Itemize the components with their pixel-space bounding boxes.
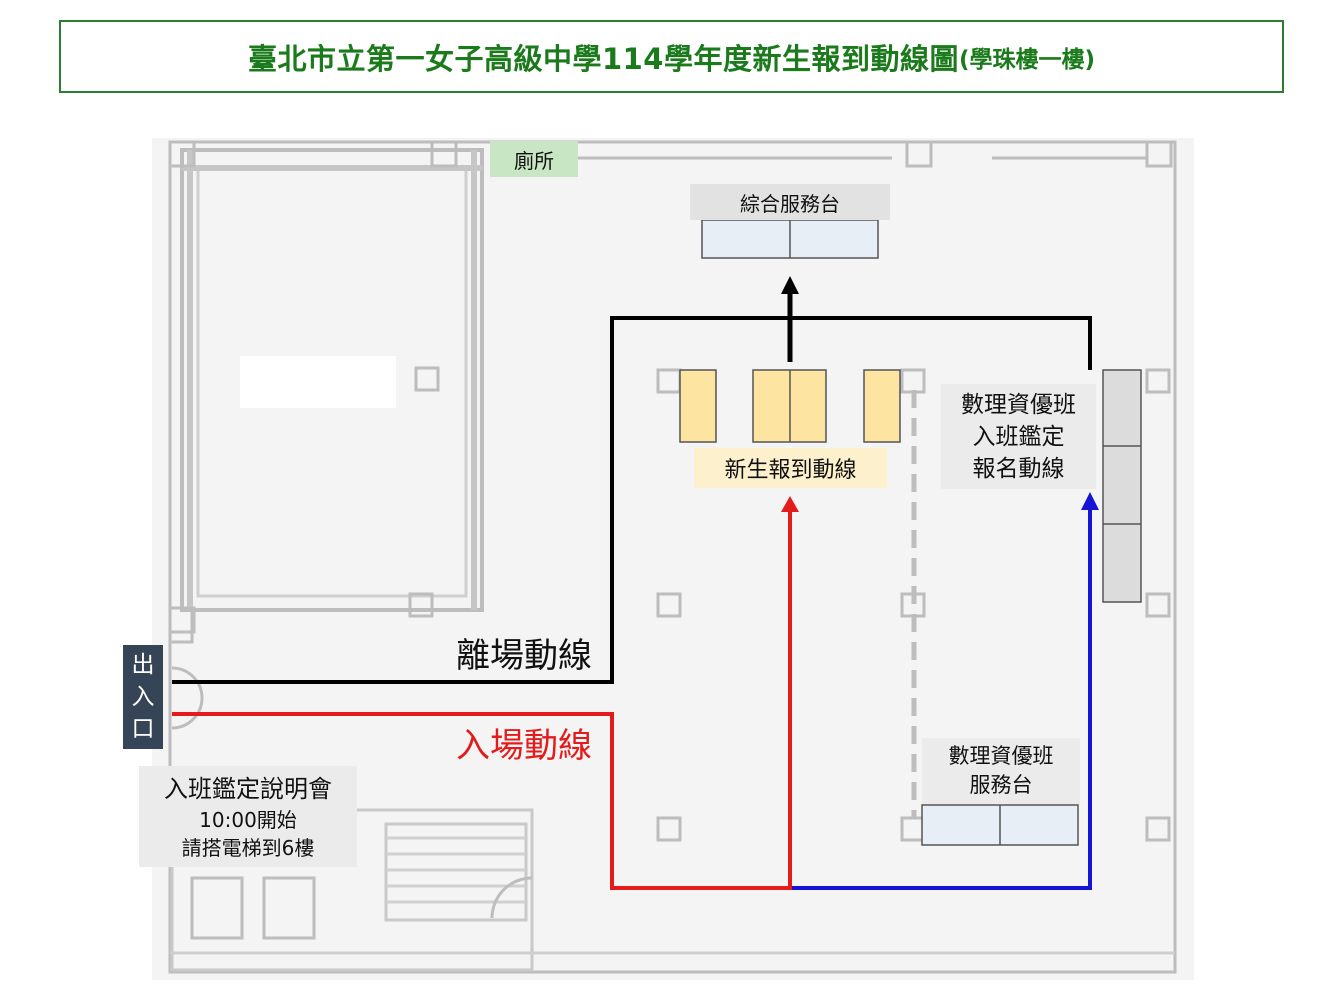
exit-arrow-head <box>781 276 799 294</box>
gifted-desk-table <box>921 804 1079 846</box>
service-desk-table <box>701 219 879 259</box>
gifted-reg-line-3: 報名動線 <box>972 455 1065 482</box>
gifted-arrow-head <box>1081 492 1099 510</box>
page-title-suffix: (學珠樓一樓) <box>959 46 1096 73</box>
title-box: 臺北市立第一女子高級中學114學年度新生報到動線圖(學珠樓一樓) <box>59 20 1284 93</box>
gifted-route-line <box>792 508 1092 890</box>
enter-arrow-head <box>781 496 799 512</box>
entrance-char-1: 出 <box>131 652 155 678</box>
service-desk-label: 綜合服務台 <box>690 184 890 220</box>
registration-desks <box>679 369 901 443</box>
page-title: 臺北市立第一女子高級中學114學年度新生報到動線圖 <box>247 41 959 76</box>
gifted-desk-label: 數理資優班 服務台 <box>922 738 1080 804</box>
enter-route-line <box>172 510 792 890</box>
entrance-char-3: 口 <box>131 716 155 742</box>
gifted-desk-line-2: 服務台 <box>969 773 1033 797</box>
gifted-desk-line-1: 數理資優班 <box>948 744 1054 768</box>
briefing-title: 入班鑑定說明會 <box>164 774 332 803</box>
exit-route-line <box>172 316 1092 684</box>
gifted-registration-tables <box>1102 369 1142 603</box>
entrance-sign: 出 入 口 <box>123 645 163 749</box>
briefing-note: 請搭電梯到6樓 <box>181 835 315 860</box>
briefing-label: 入班鑑定說明會 10:00開始 請搭電梯到6樓 <box>139 766 357 867</box>
toilet-label: 廁所 <box>490 141 578 177</box>
registration-route-label: 新生報到動線 <box>694 448 887 488</box>
enter-route-label: 入場動線 <box>456 725 592 766</box>
entrance-char-2: 入 <box>131 684 155 710</box>
gifted-reg-line-1: 數理資優班 <box>961 391 1076 418</box>
gifted-reg-line-2: 入班鑑定 <box>972 423 1065 450</box>
gifted-registration-label: 數理資優班 入班鑑定 報名動線 <box>941 384 1096 489</box>
briefing-time: 10:00開始 <box>199 807 297 832</box>
exit-route-label: 離場動線 <box>456 635 592 676</box>
